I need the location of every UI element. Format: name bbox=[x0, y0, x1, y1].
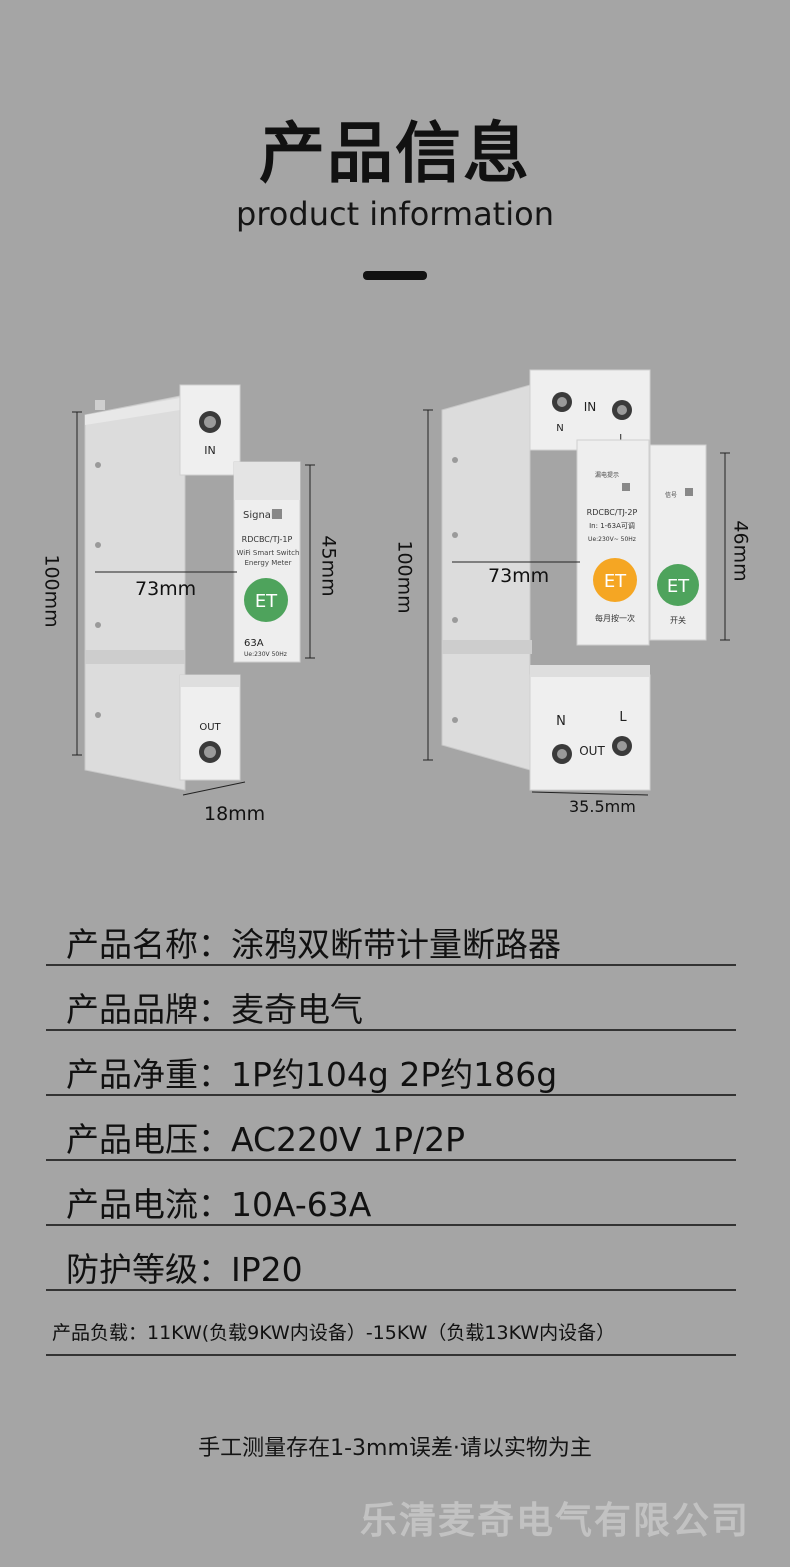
breaker-2p-depth-dim: 73mm bbox=[488, 565, 550, 587]
breaker-2p-switch-caption: 开关 bbox=[670, 615, 686, 625]
title-divider bbox=[363, 271, 427, 280]
breaker-2p-test-caption: 每月按一次 bbox=[595, 613, 635, 623]
breaker-1p-depth-dim: 73mm bbox=[135, 578, 197, 600]
breaker-2p-front-dim: 46mm bbox=[729, 520, 752, 582]
info-row-name: 产品名称：涂鸦双断带计量断路器 bbox=[46, 918, 736, 966]
info-row-load: 产品负载：11KW(负载9KW内设备）-15KW（负载13KW内设备） bbox=[46, 1318, 736, 1356]
breaker-1p-desc-1: WiFi Smart Switch bbox=[237, 549, 300, 557]
breaker-2p-switch-logo: ET bbox=[667, 576, 690, 597]
info-row-brand: 产品品牌：麦奇电气 bbox=[46, 983, 736, 1031]
breaker-1p-signal-label: Signal bbox=[243, 510, 274, 521]
breaker-2p-l-bottom: L bbox=[619, 710, 627, 725]
measurement-note: 手工测量存在1-3mm误差·请以实物为主 bbox=[198, 1436, 592, 1461]
info-row-voltage-text: 产品电压：AC220V 1P/2P bbox=[66, 1120, 465, 1159]
info-row-current-text: 产品电流：10A-63A bbox=[66, 1185, 372, 1224]
breaker-2p-signal-label: 信号 bbox=[665, 491, 677, 499]
breaker-2p-n-bottom: N bbox=[556, 714, 566, 729]
breaker-1p-in-label: IN bbox=[204, 444, 215, 457]
breaker-2p-in-range: In: 1-63A可调 bbox=[589, 521, 635, 530]
page-title: 产品信息 bbox=[259, 115, 531, 192]
info-row-voltage: 产品电压：AC220V 1P/2P bbox=[46, 1113, 736, 1161]
breaker-2p-n-top: N bbox=[556, 423, 563, 434]
info-row-protection-text: 防护等级：IP20 bbox=[66, 1250, 303, 1289]
info-row-current: 产品电流：10A-63A bbox=[46, 1178, 736, 1226]
company-name: 乐清麦奇电气有限公司 bbox=[360, 1499, 750, 1542]
breaker-2p-test-logo: ET bbox=[604, 571, 627, 592]
breaker-2p-voltage: Ue:230V~ 50Hz bbox=[588, 536, 636, 543]
info-row-weight: 产品净重：1P约104g 2P约186g bbox=[46, 1048, 736, 1096]
info-row-protection: 防护等级：IP20 bbox=[46, 1243, 736, 1291]
info-row-brand-text: 产品品牌：麦奇电气 bbox=[66, 990, 363, 1029]
breaker-1p-rating: 63A bbox=[244, 638, 264, 649]
breaker-1p-model: RDCBC/TJ-1P bbox=[242, 535, 293, 544]
breaker-1p-logo: ET bbox=[255, 591, 278, 612]
breaker-2p-in-label: IN bbox=[584, 400, 597, 414]
breaker-2p-l-top: L bbox=[619, 433, 625, 444]
breaker-2p-width-dim: 35.5mm bbox=[569, 797, 636, 816]
breaker-1p-image: IN Signal RDCBC/TJ-1P WiFi Smart Switch … bbox=[72, 384, 315, 796]
breaker-1p-front-dim: 45mm bbox=[317, 535, 340, 597]
breaker-1p-desc-2: Energy Meter bbox=[244, 559, 291, 567]
breaker-1p-width-dim: 18mm bbox=[204, 803, 266, 825]
breaker-1p-voltage: Ue:230V 50Hz bbox=[244, 651, 287, 658]
breaker-2p-image: IN N L 漏电提示 RDCBC/TJ-2P In: 1-63A可调 Ue:2… bbox=[423, 369, 730, 796]
breaker-2p-leak-label: 漏电提示 bbox=[595, 471, 619, 479]
info-row-name-text: 产品名称：涂鸦双断带计量断路器 bbox=[66, 925, 561, 964]
breaker-2p-model: RDCBC/TJ-2P bbox=[587, 508, 638, 517]
breaker-2p-out-label: OUT bbox=[579, 744, 605, 758]
info-row-load-text: 产品负载：11KW(负载9KW内设备）-15KW（负载13KW内设备） bbox=[52, 1322, 616, 1344]
breaker-1p-out-label: OUT bbox=[199, 722, 221, 733]
info-row-weight-text: 产品净重：1P约104g 2P约186g bbox=[66, 1055, 558, 1094]
breaker-2p-height-dim: 100mm bbox=[393, 540, 416, 614]
breaker-1p-height-dim: 100mm bbox=[40, 554, 63, 628]
page-subtitle: product information bbox=[236, 195, 554, 233]
